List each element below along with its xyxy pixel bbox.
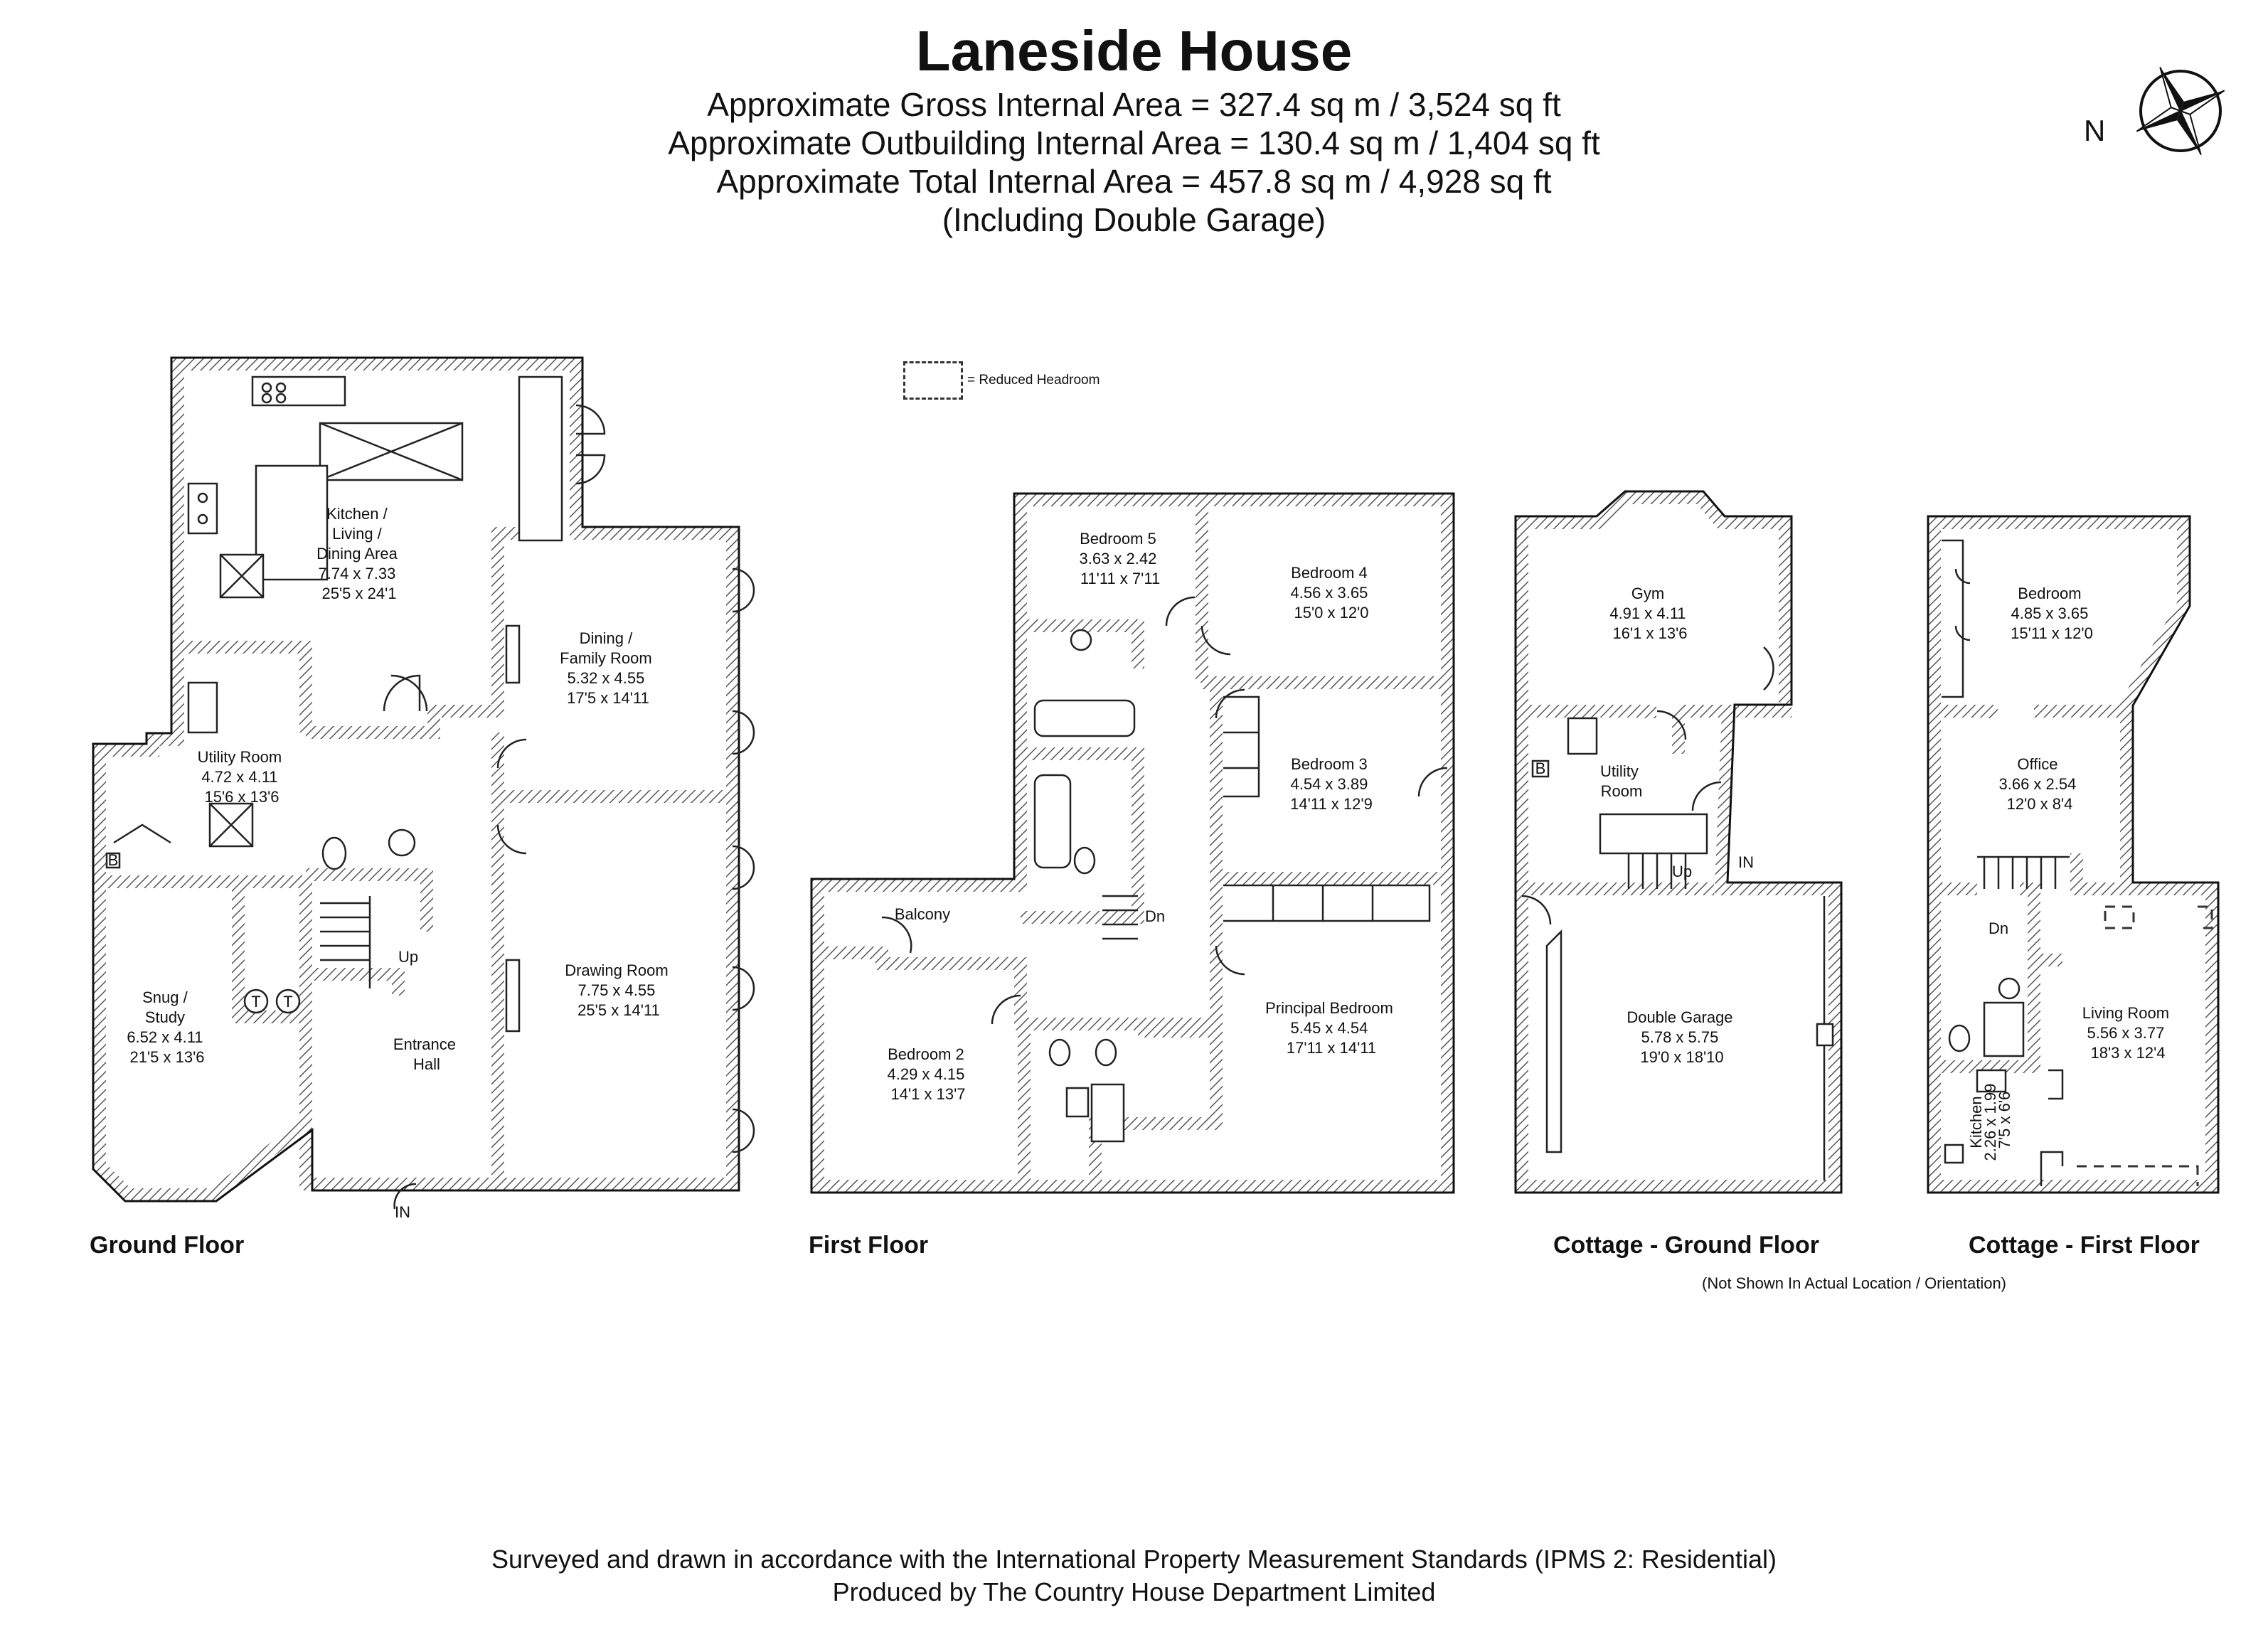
utility-room-label: Utility Room 4.72 x 4.11 15'6 x 13'6 (198, 748, 287, 806)
tank-marker: T (283, 993, 292, 1011)
dining-label: Dining / Family Room 5.32 x 4.55 17'5 x … (560, 629, 656, 707)
ground-floor-plan: Kitchen / Living / Dining Area 7.74 x 7.… (92, 356, 755, 1221)
compass: N (2084, 63, 2226, 162)
kitchen-label: Kitchen / Living / Dining Area 7.74 x 7.… (316, 505, 402, 602)
cottage-entrance-marker: IN (1738, 853, 1754, 871)
tank-marker: T (251, 993, 260, 1011)
north-label: N (2084, 114, 2106, 147)
bedroom-4-label: Bedroom 4 4.56 x 3.65 15'0 x 12'0 (1291, 564, 1373, 622)
legend-label: = Reduced Headroom (967, 373, 1100, 388)
outbuilding-area: Approximate Outbuilding Internal Area = … (668, 124, 1600, 161)
producer-credit: Produced by The Country House Department… (832, 1577, 1436, 1606)
footer: Surveyed and drawn in accordance with th… (0, 1543, 2268, 1609)
cottage-ground-floor-plan: Gym 4.91 x 4.11 16'1 x 13'6 Utility Room… (1514, 490, 1843, 1194)
gross-area: Approximate Gross Internal Area = 327.4 … (707, 86, 1561, 123)
cottage-stairs-up: Up (1672, 863, 1692, 880)
first-floor-label: First Floor (809, 1232, 929, 1259)
cottage-first-floor-plan: Bedroom 4.85 x 3.65 15'11 x 12'0 Office … (1927, 515, 2220, 1194)
ground-stairs-up: Up (398, 948, 418, 966)
double-garage-label: Double Garage 5.78 x 5.75 19'0 x 18'10 (1627, 1008, 1737, 1066)
gym-label: Gym 4.91 x 4.11 16'1 x 13'6 (1609, 585, 1690, 642)
first-floor-plan: Bedroom 5 3.63 x 2.42 11'11 x 7'11 Bedro… (810, 492, 1455, 1194)
bedroom-3-label: Bedroom 3 4.54 x 3.89 14'11 x 12'9 (1290, 755, 1373, 813)
main-entrance-marker: IN (395, 1203, 410, 1221)
bedroom-5-label: Bedroom 5 3.63 x 2.42 11'11 x 7'11 (1080, 530, 1161, 587)
compass-rose-icon (2136, 66, 2225, 156)
total-area: Approximate Total Internal Area = 457.8 … (716, 163, 1552, 200)
cottage-boiler-marker: B (1535, 759, 1546, 777)
reduced-headroom-swatch (903, 361, 963, 400)
entrance-hall-label: Entrance Hall (393, 1035, 460, 1073)
header: Laneside House Approximate Gross Interna… (0, 17, 2268, 239)
first-stairs-down: Dn (1145, 907, 1165, 925)
cottage-kitchen-label: Kitchen 2.26 x 1.99 7'5 x 6'6 (1967, 1079, 2013, 1161)
cottage-bedroom-label: Bedroom 4.85 x 3.65 15'11 x 12'0 (2011, 585, 2093, 642)
ipms-statement: Surveyed and drawn in accordance with th… (491, 1545, 1777, 1574)
principal-bedroom-label: Principal Bedroom 5.45 x 4.54 17'11 x 14… (1265, 999, 1397, 1057)
bedroom-2-label: Bedroom 2 4.29 x 4.15 14'1 x 13'7 (888, 1045, 969, 1103)
plan-title: Laneside House (915, 19, 1353, 82)
garage-note: (Including Double Garage) (942, 201, 1326, 238)
cottage-stairs-down: Dn (1989, 919, 2008, 937)
boiler-marker: B (108, 851, 119, 869)
snug-label: Snug / Study 6.52 x 4.11 21'5 x 13'6 (127, 988, 207, 1066)
ground-floor-label: Ground Floor (90, 1232, 245, 1259)
orientation-note: (Not Shown In Actual Location / Orientat… (1702, 1274, 2007, 1292)
cottage-ground-floor-label: Cottage - Ground Floor (1553, 1232, 1819, 1259)
drawing-room-label: Drawing Room 7.75 x 4.55 25'5 x 14'11 (565, 961, 673, 1019)
living-room-label: Living Room 5.56 x 3.77 18'3 x 12'4 (2082, 1004, 2173, 1062)
balcony-label: Balcony (895, 905, 950, 923)
cottage-first-floor-label: Cottage - First Floor (1969, 1232, 2200, 1259)
office-label: Office 3.66 x 2.54 12'0 x 8'4 (1999, 755, 2081, 813)
cottage-utility-label: Utility Room (1600, 762, 1643, 800)
